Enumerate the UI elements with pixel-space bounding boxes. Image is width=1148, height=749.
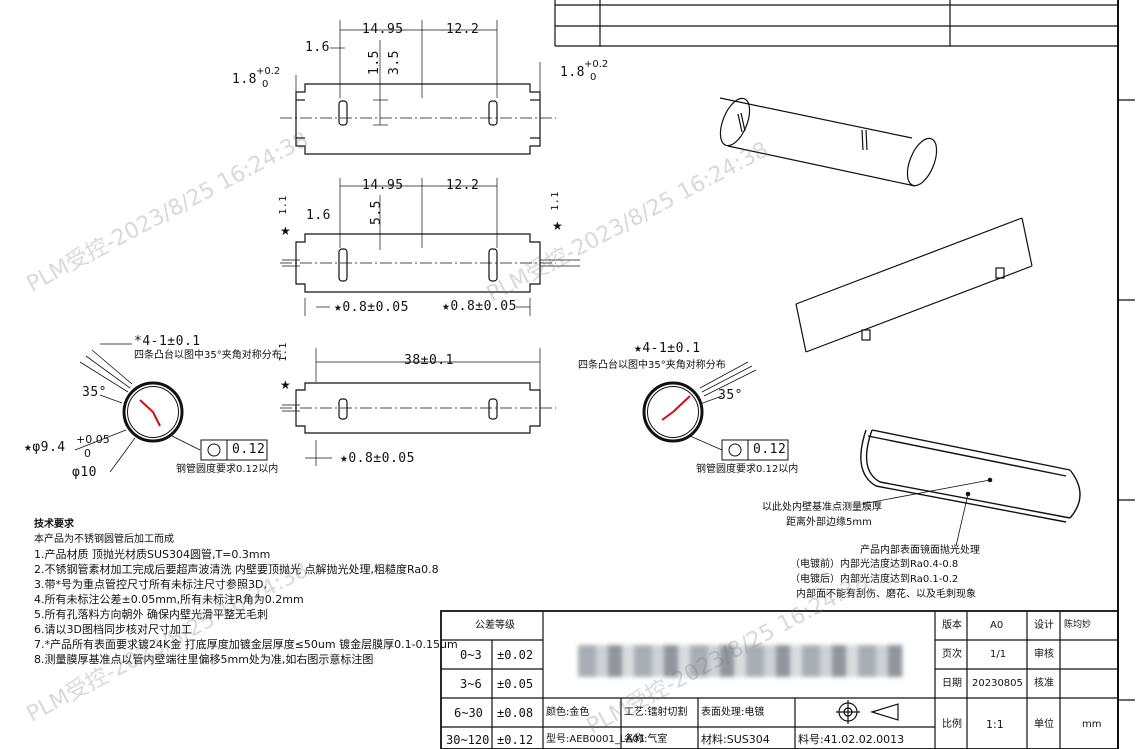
- iso-tube-3: [860, 429, 1081, 547]
- dim-w-08-c: ★0.8±0.05: [340, 451, 415, 466]
- dia-tol-plus: +0.05: [76, 433, 110, 446]
- iso-note-5: （电镀后）内部光洁度达到Ra0.1-0.2: [790, 574, 959, 585]
- tol-value-2: ±0.08: [497, 706, 534, 720]
- logo-blurred: [578, 645, 903, 677]
- version-value: A0: [990, 620, 1004, 631]
- unit-value: mm: [1082, 719, 1102, 730]
- dia-tol-zero: 0: [84, 447, 91, 460]
- surface-field: 表面处理:电镀: [701, 707, 765, 718]
- tol-range-2: 6~30: [454, 706, 483, 720]
- circle-right: [642, 361, 789, 461]
- scale-label: 比例: [942, 719, 962, 730]
- roundness-left: 0.12: [232, 442, 266, 457]
- iso-note-3: 产品内部表面镜面抛光处理: [860, 545, 980, 556]
- date-label: 日期: [942, 678, 962, 689]
- tol-plus-right: +0.2: [584, 59, 609, 70]
- dim-1-8-left: 1.8: [232, 72, 257, 87]
- roundness-note-right: 钢管圆度要求0.12以内: [696, 464, 799, 475]
- dim-12-2: 12.2: [446, 22, 480, 37]
- star-bottom: ★: [280, 378, 291, 392]
- view-middle: [280, 178, 580, 316]
- tol-value-0: ±0.02: [497, 648, 534, 662]
- iso-tube-2: [795, 217, 1033, 353]
- design-label: 设计: [1034, 620, 1054, 631]
- unit-label: 单位: [1034, 719, 1054, 730]
- tech-line-7: 7.*产品所有表面要求镀24K金 打底厚度加镀金层厚度≤50um 镀金层膜厚0.…: [34, 638, 458, 651]
- date-value: 20230805: [972, 678, 1023, 689]
- color-field: 颜色:金色: [546, 707, 590, 718]
- tol-plus-left: +0.2: [256, 66, 281, 77]
- iso-note-1: 以此处内壁基准点测量膜厚: [762, 502, 882, 513]
- dim-14-95-b: 14.95: [362, 178, 404, 193]
- iso-tube-1: [719, 97, 938, 187]
- iso-note-6: 内部面不能有刮伤、磨花、以及毛刺现象: [796, 589, 976, 600]
- version-label: 版本: [942, 620, 962, 631]
- dim-1-1-left: 1.1: [277, 195, 289, 215]
- bump-right-dim: ★4-1±0.1: [634, 341, 701, 356]
- dia-10: φ10: [72, 465, 97, 480]
- dim-14-95: 14.95: [362, 22, 404, 37]
- title-block-lines: [440, 610, 1119, 749]
- page-label: 页次: [942, 649, 962, 660]
- tech-line-1: 1.产品材质 顶抛光材质SUS304圆管,T=0.3mm: [34, 548, 271, 561]
- dim-1-5: 1.5: [366, 50, 382, 75]
- model-field: 型号:AEB0001_LA01: [546, 734, 646, 745]
- dim-12-2-b: 12.2: [446, 178, 480, 193]
- approve-label: 核准: [1034, 678, 1054, 689]
- dim-38: 38±0.1: [404, 353, 454, 368]
- dim-1-6: 1.6: [305, 40, 330, 55]
- iso-note-2: 距离外部边缘5mm: [786, 517, 872, 528]
- scale-value: 1:1: [986, 718, 1004, 731]
- tech-line-5: 5.所有孔落料方向朝外 确保内壁光滑平整无毛刺: [34, 608, 268, 621]
- tol-range-3: 30~120: [446, 733, 490, 747]
- tech-line-8: 8.测量膜厚基准点以管内壁端往里偏移5mm处为准,如右图示意标注图: [34, 653, 374, 666]
- tech-line-6: 6.请以3D图档同步核对尺寸加工: [34, 623, 192, 636]
- tol-range-1: 3~6: [460, 677, 482, 691]
- dia-9-4: ★φ9.4: [24, 440, 66, 455]
- roundness-note-left: 钢管圆度要求0.12以内: [176, 464, 279, 475]
- bump-left-dim: *4-1±0.1: [134, 334, 201, 349]
- dim-1-1-right: 1.1: [549, 191, 561, 211]
- review-label: 审核: [1034, 649, 1054, 660]
- dim-5-5: 5.5: [368, 200, 384, 225]
- tol-header: 公差等级: [475, 620, 515, 631]
- process-field: 工艺:镭射切割: [624, 707, 688, 718]
- partno-field: 料号:41.02.02.0013: [798, 733, 905, 746]
- page-value: 1/1: [990, 649, 1007, 660]
- dim-1-8-right: 1.8: [560, 65, 585, 80]
- dim-w-08-b: ★0.8±0.05: [442, 299, 517, 314]
- roundness-right: 0.12: [753, 442, 787, 457]
- tech-line-2: 2.不锈钢管素材加工完成后要超声波清洗 内壁要顶抛光 点解抛光处理,粗糙度Ra0…: [34, 563, 439, 576]
- tol-zero-left: 0: [262, 79, 269, 90]
- star-right: ★: [552, 219, 563, 233]
- designer-value: 陈均妙: [1064, 620, 1092, 630]
- angle-left: 35°: [82, 385, 107, 400]
- bump-left-note: 四条凸台以图中35°夹角对称分布: [134, 350, 282, 361]
- tech-line-3: 3.带*号为重点管控尺寸所有未标注尺寸参照3D,: [34, 578, 267, 591]
- tech-line-4: 4.所有未标注公差±0.05mm,所有未标注R角为0.2mm: [34, 593, 304, 606]
- material-field: 材料:SUS304: [701, 733, 770, 746]
- iso-note-4: （电镀前）内部光洁度达到Ra0.4-0.8: [790, 559, 959, 570]
- tol-range-0: 0~3: [460, 648, 482, 662]
- angle-right: 35°: [718, 388, 743, 403]
- tol-zero-right: 0: [590, 72, 597, 83]
- dim-3-5: 3.5: [386, 50, 402, 75]
- circle-left: [74, 343, 268, 473]
- bump-right-note: 四条凸台以图中35°夹角对称分布: [578, 360, 726, 371]
- dim-1-6-b: 1.6: [306, 208, 331, 223]
- star-left: ★: [280, 224, 291, 238]
- tech-line-0: 本产品为不锈钢圆管后加工而成: [34, 534, 174, 545]
- view-top: [280, 20, 556, 155]
- tech-title: 技术要求: [34, 519, 74, 530]
- tol-value-1: ±0.05: [497, 677, 534, 691]
- tol-value-3: ±0.12: [497, 733, 534, 747]
- name-field: 名称:气室: [624, 734, 668, 745]
- dim-w-08-a: ★0.8±0.05: [334, 300, 409, 315]
- view-bottom: [280, 348, 556, 466]
